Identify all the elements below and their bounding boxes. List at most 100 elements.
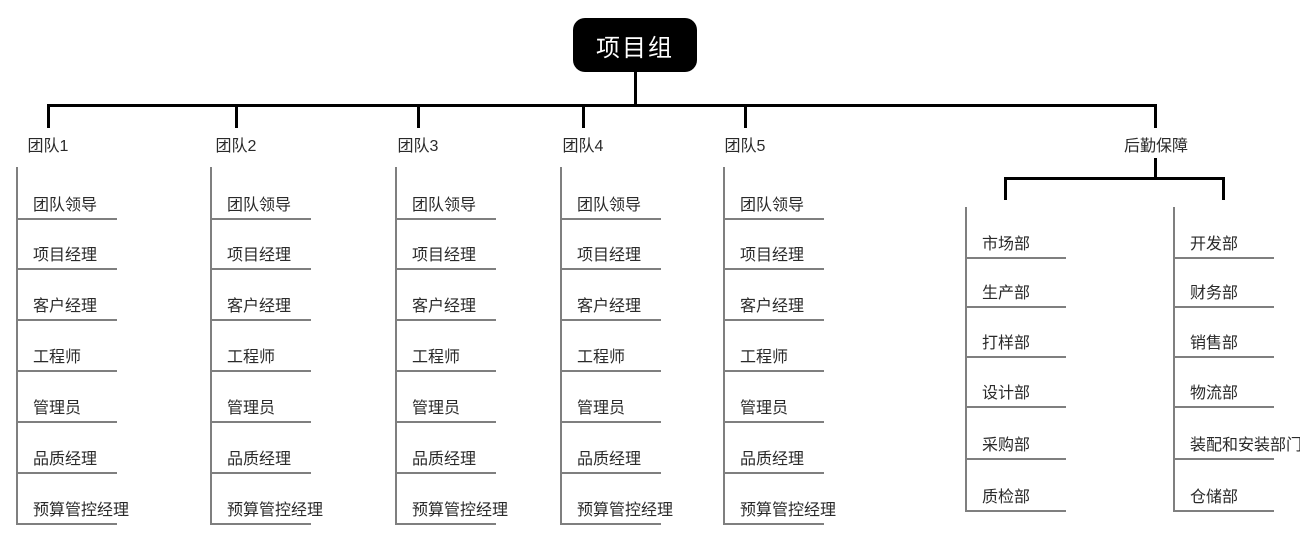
role-label: 管理员 — [740, 400, 789, 417]
role-item[interactable]: 预算管控经理 — [395, 493, 508, 525]
role-item[interactable]: 管理员 — [560, 391, 661, 423]
role-item[interactable]: 管理员 — [210, 391, 311, 423]
role-item[interactable]: 预算管控经理 — [723, 493, 836, 525]
team4-label[interactable]: 团队4 — [562, 138, 604, 155]
role-label: 预算管控经理 — [577, 502, 674, 519]
role-label: 预算管控经理 — [33, 502, 130, 519]
team2-label[interactable]: 团队2 — [215, 138, 257, 155]
department-item[interactable]: 开发部 — [1173, 227, 1274, 259]
root-node[interactable]: 项目组 — [573, 18, 697, 72]
role-label: 团队领导 — [412, 197, 477, 214]
branch-drop-team2 — [235, 104, 238, 128]
departments-left-column-line — [965, 207, 967, 512]
role-item[interactable]: 项目经理 — [16, 238, 117, 270]
role-item[interactable]: 客户经理 — [395, 289, 496, 321]
role-item[interactable]: 项目经理 — [723, 238, 824, 270]
role-item[interactable]: 预算管控经理 — [560, 493, 673, 525]
branch-drop-team5 — [744, 104, 747, 128]
logistics-label[interactable]: 后勤保障 — [1123, 138, 1188, 155]
team5-column-line — [723, 167, 725, 525]
logistics-drop-right — [1222, 177, 1225, 200]
role-item[interactable]: 预算管控经理 — [210, 493, 323, 525]
role-label: 工程师 — [33, 349, 82, 366]
role-item[interactable]: 管理员 — [723, 391, 824, 423]
role-label: 客户经理 — [577, 298, 642, 315]
team1-column-line — [16, 167, 18, 525]
department-label: 采购部 — [982, 437, 1031, 454]
branch-drop-team3 — [417, 104, 420, 128]
role-label: 预算管控经理 — [740, 502, 837, 519]
department-item[interactable]: 打样部 — [965, 326, 1066, 358]
team4-column-line — [560, 167, 562, 525]
role-item[interactable]: 客户经理 — [560, 289, 661, 321]
role-item[interactable]: 团队领导 — [210, 188, 311, 220]
role-label: 项目经理 — [227, 247, 292, 264]
department-item[interactable]: 物流部 — [1173, 376, 1274, 408]
role-label: 客户经理 — [740, 298, 805, 315]
role-label: 团队领导 — [33, 197, 98, 214]
role-label: 项目经理 — [740, 247, 805, 264]
role-label: 品质经理 — [227, 451, 292, 468]
role-label: 管理员 — [33, 400, 82, 417]
department-item[interactable]: 财务部 — [1173, 276, 1274, 308]
department-label: 财务部 — [1190, 285, 1239, 302]
role-label: 团队领导 — [577, 197, 642, 214]
department-item[interactable]: 生产部 — [965, 276, 1066, 308]
department-item[interactable]: 采购部 — [965, 428, 1066, 460]
team1-label[interactable]: 团队1 — [27, 138, 69, 155]
role-label: 工程师 — [740, 349, 789, 366]
department-item[interactable]: 仓储部 — [1173, 480, 1274, 512]
role-label: 管理员 — [412, 400, 461, 417]
department-label: 开发部 — [1190, 236, 1239, 253]
role-item[interactable]: 客户经理 — [16, 289, 117, 321]
main-branch-connector — [47, 104, 1157, 107]
team5-label[interactable]: 团队5 — [724, 138, 766, 155]
role-item[interactable]: 团队领导 — [16, 188, 117, 220]
role-label: 客户经理 — [412, 298, 477, 315]
role-item[interactable]: 品质经理 — [723, 442, 824, 474]
department-label: 市场部 — [982, 236, 1031, 253]
role-item[interactable]: 品质经理 — [210, 442, 311, 474]
role-label: 品质经理 — [33, 451, 98, 468]
role-label: 品质经理 — [577, 451, 642, 468]
role-item[interactable]: 工程师 — [210, 340, 311, 372]
role-label: 客户经理 — [33, 298, 98, 315]
role-label: 品质经理 — [412, 451, 477, 468]
role-label: 预算管控经理 — [412, 502, 509, 519]
role-item[interactable]: 预算管控经理 — [16, 493, 129, 525]
role-item[interactable]: 品质经理 — [16, 442, 117, 474]
role-item[interactable]: 工程师 — [395, 340, 496, 372]
role-item[interactable]: 管理员 — [16, 391, 117, 423]
department-label: 打样部 — [982, 335, 1031, 352]
department-label: 生产部 — [982, 285, 1031, 302]
role-item[interactable]: 品质经理 — [560, 442, 661, 474]
role-label: 项目经理 — [33, 247, 98, 264]
role-item[interactable]: 品质经理 — [395, 442, 496, 474]
logistics-branch-connector — [1004, 177, 1225, 180]
role-item[interactable]: 团队领导 — [395, 188, 496, 220]
role-item[interactable]: 项目经理 — [210, 238, 311, 270]
role-item[interactable]: 团队领导 — [723, 188, 824, 220]
role-item[interactable]: 管理员 — [395, 391, 496, 423]
department-item[interactable]: 质检部 — [965, 480, 1066, 512]
department-label: 物流部 — [1190, 385, 1239, 402]
department-label: 仓储部 — [1190, 489, 1239, 506]
department-item[interactable]: 市场部 — [965, 227, 1066, 259]
role-item[interactable]: 客户经理 — [210, 289, 311, 321]
team2-column-line — [210, 167, 212, 525]
branch-drop-logistics — [1154, 104, 1157, 128]
role-item[interactable]: 团队领导 — [560, 188, 661, 220]
root-label: 项目组 — [596, 34, 674, 62]
role-item[interactable]: 工程师 — [723, 340, 824, 372]
role-item[interactable]: 客户经理 — [723, 289, 824, 321]
team3-label[interactable]: 团队3 — [397, 138, 439, 155]
role-item[interactable]: 项目经理 — [395, 238, 496, 270]
role-item[interactable]: 工程师 — [560, 340, 661, 372]
department-item[interactable]: 装配和安装部门 — [1173, 428, 1300, 460]
role-item[interactable]: 项目经理 — [560, 238, 661, 270]
department-item[interactable]: 设计部 — [965, 376, 1066, 408]
role-item[interactable]: 工程师 — [16, 340, 117, 372]
role-label: 工程师 — [412, 349, 461, 366]
department-item[interactable]: 销售部 — [1173, 326, 1274, 358]
